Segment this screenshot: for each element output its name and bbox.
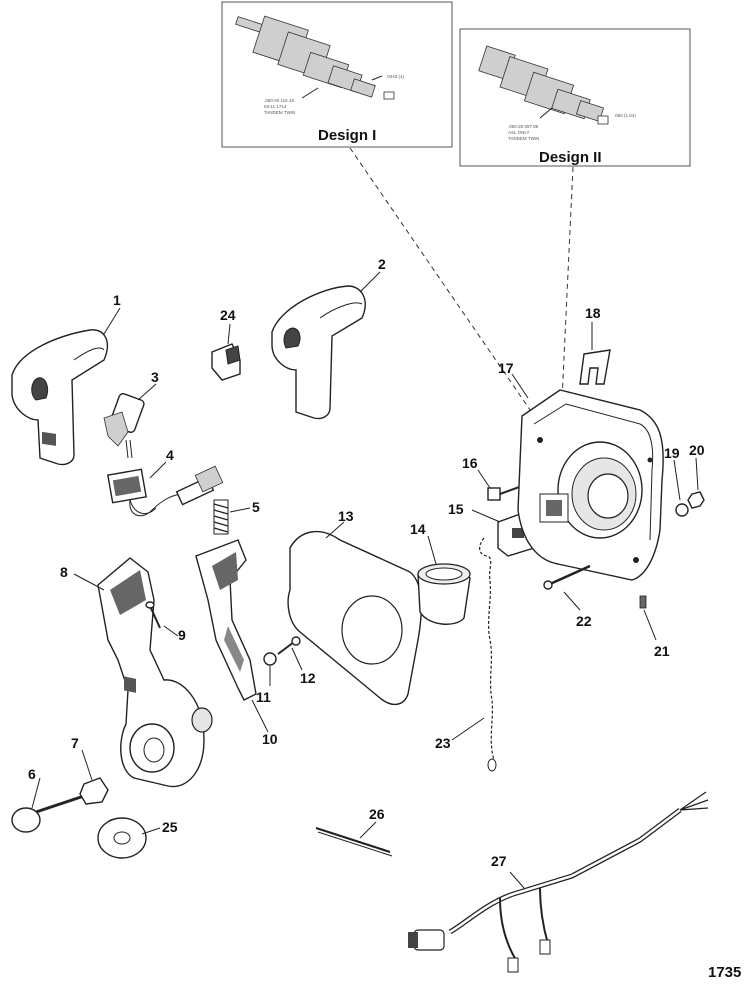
control-housing [517,389,664,581]
bolt-16 [487,485,523,501]
callout-6: 6 [28,766,36,782]
design-1-note-3: TANDEM TWIN [264,110,295,115]
design-2-note-2: ASL ONLY [508,130,530,135]
callout-3: 3 [151,369,159,385]
design-1-note-4: .0442 (1) [386,74,405,79]
design-2-title: Design II [539,149,602,166]
callout-12: 12 [300,670,316,686]
nut-20 [687,491,705,509]
knob [11,794,85,833]
callout-2: 2 [378,256,386,272]
callout-27: 27 [491,853,507,869]
callout-26: 26 [369,806,385,822]
callouts: 1 2 3 4 5 6 7 8 9 10 11 12 13 14 15 16 1 [28,256,705,889]
design-1-sketch [235,15,395,100]
callout-16: 16 [462,455,478,471]
design-1-dashed-leader [349,147,549,437]
handle-right [271,285,366,420]
screw-12 [277,636,301,655]
inset-design-2: .050 (1.04) .050-20 097.85 ASL ONLY TAND… [459,28,691,167]
callout-9: 9 [178,627,186,643]
screw-22 [543,564,591,590]
callout-13: 13 [338,508,354,524]
callout-5: 5 [252,499,260,515]
screw-9 [145,601,161,629]
callout-15: 15 [448,501,464,517]
callout-8: 8 [60,564,68,580]
handle-left [11,329,108,466]
retainer-bracket [579,349,611,385]
design-2-note-1: .050-20 097.85 [508,124,539,129]
switch-harness [107,465,224,517]
callout-17: 17 [498,360,514,376]
callout-25: 25 [162,819,178,835]
design-1-note-2: 03-11 1714 [264,104,287,109]
callout-19: 19 [664,445,680,461]
trim-switch [103,393,145,459]
nut-7 [79,777,109,805]
wiring-harness [408,791,709,973]
callout-21: 21 [654,643,670,659]
washer-25 [97,817,147,859]
design-1-note-1: .050-20 116.15 [264,98,294,103]
callout-23: 23 [435,735,451,751]
washer-11 [263,652,277,666]
design-1-title: Design I [318,127,376,144]
callout-14: 14 [410,521,426,537]
bushing [417,563,471,625]
figure-number: 1735 [708,964,741,981]
callout-24: 24 [220,307,236,323]
callout-18: 18 [585,305,601,321]
neutral-lock-clip [211,343,241,381]
design-2-dashed-leader [561,166,574,401]
control-arm-right [195,539,257,701]
callout-10: 10 [262,731,278,747]
inset-design-1: .0442 (1) .050-20 116.15 03-11 1714 TAND… [221,1,453,148]
gasket-plate [287,530,422,705]
cotter-pin [315,826,393,857]
callout-20: 20 [689,442,705,458]
design-2-note-4: .050 (1.04) [614,113,636,118]
callout-4: 4 [166,447,174,463]
control-arm-left [97,557,213,788]
callout-11: 11 [256,689,271,705]
design-2-sketch [478,45,609,125]
washer-19 [675,503,689,517]
callout-22: 22 [576,613,592,629]
lanyard-cord [479,537,497,772]
design-2-note-3: TANDEM TWIN [508,136,539,141]
callout-1: 1 [113,292,121,308]
set-screw-21 [639,595,647,609]
detent-spring [213,499,229,535]
callout-7: 7 [71,735,79,751]
